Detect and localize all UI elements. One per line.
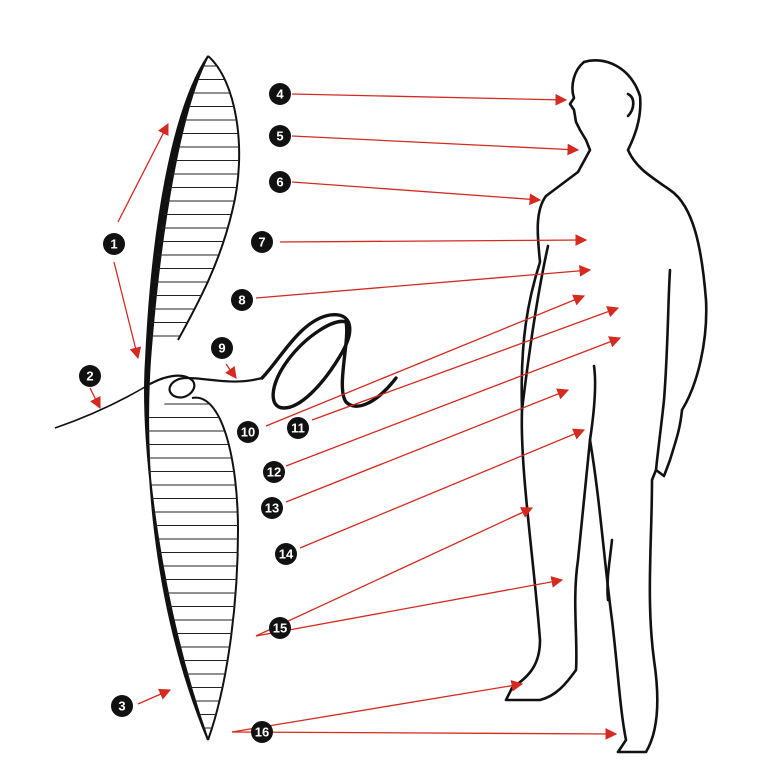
arrow-10 (265, 294, 586, 427)
marker-4-label: 4 (276, 87, 284, 102)
script-letter-a (260, 313, 398, 410)
marker-11: 11 (287, 417, 309, 439)
numbered-markers: 1 2 3 4 5 6 7 8 (79, 83, 309, 743)
lower-lobe-outline (191, 396, 240, 741)
marker-1-label: 1 (110, 237, 117, 252)
figure-back-contour (582, 59, 708, 478)
callout-arrows (89, 93, 622, 740)
arrow-16-right (231, 728, 618, 740)
marker-3: 3 (111, 695, 133, 717)
arrow-5 (291, 135, 580, 156)
marker-8-label: 8 (238, 293, 245, 308)
marker-14-label: 14 (279, 547, 294, 562)
connecting-loop (149, 374, 263, 399)
arrow-15-lower (255, 576, 564, 637)
marker-15: 15 (269, 617, 291, 639)
marker-15-label: 15 (273, 621, 287, 636)
arrow-3 (137, 688, 172, 705)
marker-12-label: 12 (267, 465, 281, 480)
marker-1: 1 (103, 233, 125, 255)
arrow-14 (299, 428, 586, 549)
arrow-13 (285, 388, 570, 503)
marker-13-label: 13 (265, 501, 279, 516)
marker-13: 13 (261, 497, 283, 519)
arrow-4 (291, 93, 568, 106)
marker-6: 6 (269, 171, 291, 193)
upper-lobe-outline (177, 55, 241, 341)
marker-16-label: 16 (255, 725, 269, 740)
figure-knee-line (606, 538, 614, 602)
lower-hatching (146, 403, 239, 729)
marker-2-label: 2 (86, 369, 93, 384)
marker-4: 4 (269, 83, 291, 105)
arrow-7 (279, 234, 588, 246)
marker-8: 8 (231, 289, 253, 311)
arrow-15-upper (255, 507, 534, 637)
arrow-16-left (231, 679, 524, 733)
human-figure (504, 59, 708, 754)
marker-14: 14 (275, 543, 297, 565)
figure-ear (626, 92, 635, 118)
arrow-12 (285, 336, 622, 467)
figure-arm-inner (520, 244, 550, 412)
calligraphic-letter (54, 55, 398, 741)
arrow-1-upper (117, 122, 169, 223)
marker-3-label: 3 (118, 699, 125, 714)
marker-9: 9 (211, 337, 233, 359)
figure-leg-inner (588, 364, 597, 442)
marker-7: 7 (251, 231, 273, 253)
marker-12: 12 (263, 461, 285, 483)
arrow-6 (291, 181, 542, 206)
marker-5: 5 (269, 125, 291, 147)
marker-2: 2 (79, 365, 101, 387)
marker-16: 16 (251, 721, 273, 743)
arrow-11 (311, 306, 620, 421)
marker-5-label: 5 (276, 129, 283, 144)
marker-7-label: 7 (258, 235, 265, 250)
marker-9-label: 9 (218, 341, 225, 356)
arrow-8 (255, 265, 592, 299)
marker-10: 10 (237, 421, 259, 443)
arrow-9 (225, 363, 237, 379)
marker-10-label: 10 (241, 425, 255, 440)
arrow-1-lower (113, 261, 142, 360)
arrow-2 (89, 387, 101, 410)
lead-in-stroke (54, 383, 151, 429)
marker-6-label: 6 (276, 175, 283, 190)
marker-11-label: 11 (291, 421, 305, 436)
figure-front-contour (504, 60, 659, 754)
